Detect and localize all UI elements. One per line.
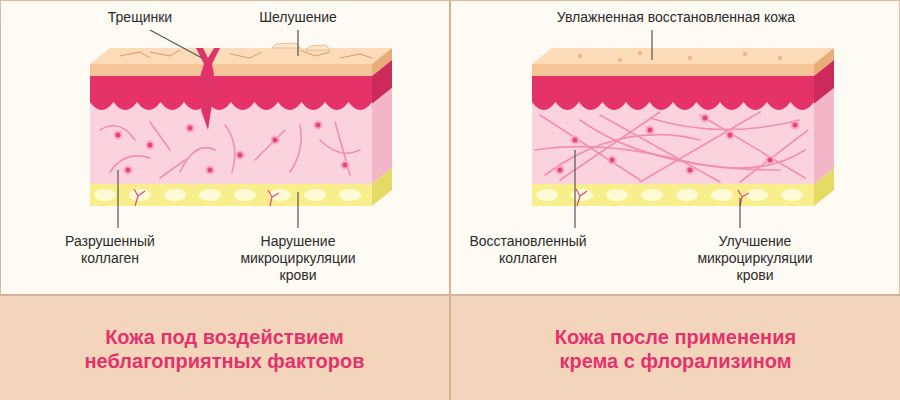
caption-text: Кожа под воздействием неблагоприятных фа…: [75, 325, 375, 373]
surface-crack: [150, 50, 180, 56]
callout-label-box: Шелушение: [238, 9, 358, 26]
vessels: [134, 189, 279, 206]
collagen-fiber: [700, 115, 805, 178]
collagen-fiber: [545, 135, 700, 175]
pore: [578, 54, 582, 58]
leader-lines: [118, 30, 740, 228]
cell: [792, 122, 799, 129]
leader-line: [117, 170, 118, 228]
callout-label-box: Разрушенный коллаген: [54, 233, 166, 267]
caption-panel: Кожа под воздействием неблагоприятных фа…: [0, 297, 449, 400]
callout-label: Трещинки: [80, 9, 200, 26]
leader-line: [297, 30, 298, 56]
skin-block: [90, 48, 392, 206]
cell: [702, 115, 709, 122]
cell: [115, 132, 122, 139]
cell: [315, 122, 322, 129]
cell: [125, 167, 132, 174]
cell: [609, 157, 616, 164]
collagen-fiber: [740, 130, 808, 182]
collagen-fiber: [335, 122, 350, 175]
callout-label: Шелушение: [238, 9, 358, 26]
leader-line: [739, 198, 740, 228]
collagen-fiber: [290, 125, 301, 172]
cell: [687, 167, 694, 174]
caption-text: Кожа после применения крема с флорализин…: [545, 325, 807, 373]
vessel: [134, 189, 145, 206]
cell: [147, 142, 154, 149]
cell: [272, 137, 279, 144]
surface-crack: [230, 52, 262, 58]
caption-panel: Кожа после применения крема с флорализин…: [451, 297, 900, 400]
leader-line: [574, 150, 575, 228]
restored-collagen: [535, 112, 808, 182]
callout-label: Увлажненная восстановленная кожа: [526, 9, 826, 26]
pore: [618, 58, 622, 62]
cell: [187, 125, 194, 132]
surface-cracks: [120, 50, 372, 58]
cell: [572, 137, 579, 144]
skin-flake: [306, 45, 330, 50]
vessels: [576, 189, 749, 206]
cell: [207, 167, 214, 174]
skin-flake: [272, 43, 300, 48]
cell: [237, 152, 244, 159]
callout-label: Нарушение микроциркуляции крови: [232, 233, 364, 284]
leader-line: [651, 30, 652, 60]
cell: [767, 157, 774, 164]
callout-label-box: Увлажненная восстановленная кожа: [526, 9, 826, 26]
callout-label: Улучшение микроциркуляции крови: [689, 233, 821, 284]
collagen-fiber: [580, 120, 780, 170]
surface-crack: [340, 54, 372, 58]
collagen-fiber: [100, 126, 135, 140]
cells: [115, 122, 349, 174]
pore: [743, 52, 747, 56]
crack: [196, 48, 220, 130]
callout-label-box: Восстановленный коллаген: [462, 233, 594, 267]
cell: [557, 167, 564, 174]
cells: [557, 115, 799, 174]
surface-crack: [300, 50, 330, 56]
skin-block: [532, 48, 834, 206]
pore: [638, 51, 642, 55]
collagen-fiber: [160, 160, 185, 178]
leader-line: [297, 192, 298, 228]
callout-label-box: Трещинки: [80, 9, 200, 26]
leader-line: [150, 30, 202, 58]
collagen-fiber: [225, 125, 235, 172]
collagen-fiber: [255, 130, 285, 160]
callout-label-box: Улучшение микроциркуляции крови: [689, 233, 821, 284]
pore: [778, 56, 782, 60]
cell: [727, 132, 734, 139]
callout-label: Восстановленный коллаген: [462, 233, 594, 267]
collagen-fiber: [650, 118, 800, 130]
cell: [647, 127, 654, 134]
callout-label-box: Нарушение микроциркуляции крови: [232, 233, 364, 284]
callout-label: Разрушенный коллаген: [54, 233, 166, 267]
collagen-fiber: [640, 112, 760, 182]
cell: [342, 162, 349, 169]
pore: [688, 56, 692, 60]
vessel: [268, 190, 279, 206]
surface-crack: [120, 52, 150, 58]
vessel: [576, 189, 587, 206]
broken-collagen: [100, 122, 360, 178]
skin-pores: [578, 51, 782, 62]
